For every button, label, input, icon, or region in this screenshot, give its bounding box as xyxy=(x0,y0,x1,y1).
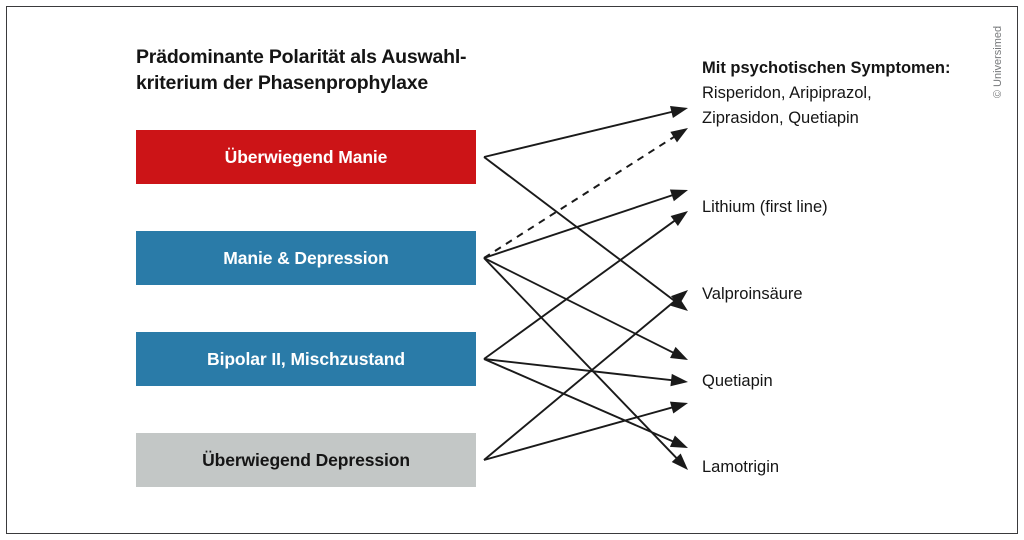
treatment-label-valproinsaeure: Valproinsäure xyxy=(702,285,803,303)
treatment-group-psychotic: Mit psychotischen Symptomen: Risperidon,… xyxy=(702,56,982,131)
category-box-label: Manie & Depression xyxy=(223,247,389,268)
category-box-label: Überwiegend Depression xyxy=(202,449,410,470)
treatment-label-lamotrigin: Lamotrigin xyxy=(702,458,780,476)
treatment-group-drug-line-2: Ziprasidon, Quetiapin xyxy=(702,109,859,127)
figure-title-line-1: Prädominante Polarität als Auswahl- xyxy=(136,46,467,68)
treatment-label-quetiapin: Quetiapin xyxy=(702,372,773,390)
category-box-ueberwiegend-depression[interactable]: Überwiegend Depression xyxy=(136,433,476,487)
figure-title-line-2: kriterium der Phasenprophylaxe xyxy=(136,72,429,94)
category-box-bipolar-ii-mischzustand[interactable]: Bipolar II, Mischzustand xyxy=(136,332,476,386)
treatment-group-heading: Mit psychotischen Symptomen: xyxy=(702,59,951,77)
category-box-ueberwiegend-manie[interactable]: Überwiegend Manie xyxy=(136,130,476,184)
treatment-label-lithium: Lithium (first line) xyxy=(702,198,828,216)
treatment-group-drug-line-1: Risperidon, Aripiprazol, xyxy=(702,84,872,102)
copyright-notice: © Universimed xyxy=(992,25,1004,99)
category-box-manie-und-depression[interactable]: Manie & Depression xyxy=(136,231,476,285)
category-box-label: Bipolar II, Mischzustand xyxy=(207,348,405,369)
figure-title: Prädominante Polarität als Auswahl- krit… xyxy=(136,44,516,96)
category-box-label: Überwiegend Manie xyxy=(224,146,388,167)
